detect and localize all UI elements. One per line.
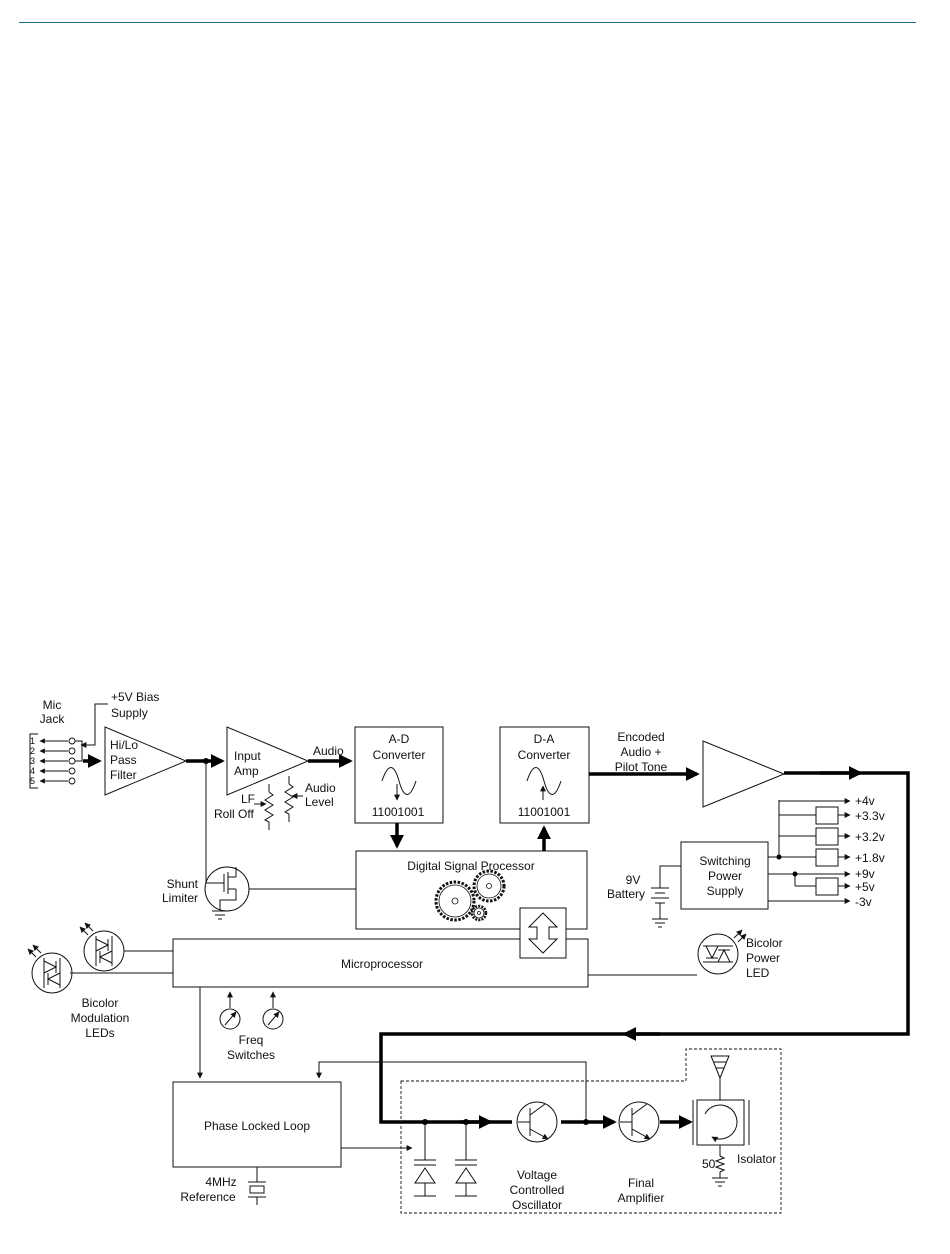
- voltage-label: +1.8v: [855, 851, 885, 865]
- modulation-leds-label: Modulation: [71, 1011, 130, 1025]
- voltage-label: +9v: [855, 867, 875, 881]
- psu-label: Switching: [699, 854, 750, 868]
- filter-label: Pass: [110, 753, 137, 767]
- power-led-label: LED: [746, 966, 770, 980]
- shunt-limiter-label: Shunt: [167, 877, 199, 891]
- pll-label: Phase Locked Loop: [204, 1119, 310, 1133]
- power-led-label: Bicolor: [746, 936, 783, 950]
- shunt-limiter: [204, 866, 356, 920]
- pin-label: 5: [30, 776, 35, 786]
- circulator-icon: [704, 1104, 738, 1143]
- battery-label: Battery: [607, 887, 645, 901]
- freq-switches-label: Switches: [227, 1048, 275, 1062]
- input-amp-label: Input: [234, 749, 261, 763]
- filter-label: Filter: [110, 768, 137, 782]
- psu-label: Power: [708, 869, 742, 883]
- mic-jack: Mic Jack 1 2 3 4 5: [29, 698, 108, 789]
- voltage-label: -3v: [855, 895, 872, 909]
- voltage-labels: +4v +3.3v +3.2v +1.8v +9v +5v -3v: [855, 794, 885, 909]
- microprocessor: Microprocessor: [172, 938, 589, 988]
- encoded-audio-label: Encoded: [617, 730, 664, 744]
- gears-icon: [434, 869, 506, 922]
- jack-pins: 1 2 3 4 5: [30, 736, 76, 786]
- final-amp-label: Amplifier: [618, 1191, 665, 1205]
- isolator-label: Isolator: [737, 1152, 776, 1166]
- bias-supply-label: Supply: [111, 706, 148, 720]
- ad-converter-label: A-D: [389, 732, 410, 746]
- pin-label: 2: [30, 746, 35, 756]
- filter-label: Hi/Lo: [110, 738, 138, 752]
- vco-label: Oscillator: [512, 1198, 562, 1212]
- encoded-audio-label: Pilot Tone: [615, 760, 668, 774]
- dsp-label: Digital Signal Processor: [407, 859, 534, 873]
- freq-switches-label: Freq: [239, 1033, 264, 1047]
- pin-label: 4: [30, 766, 35, 776]
- reference-label: 4MHz: [205, 1175, 236, 1189]
- audio-level-resistor: [283, 776, 303, 822]
- phase-locked-loop: Phase Locked Loop: [172, 1081, 342, 1168]
- modulation-led-icon: [27, 944, 124, 994]
- voltage-label: +3.2v: [855, 830, 885, 844]
- voltage-label: +5v: [855, 880, 875, 894]
- encoded-audio-label: Audio +: [620, 745, 661, 759]
- voltage-rails: [768, 798, 851, 904]
- ad-converter-label: Converter: [373, 748, 426, 762]
- vco-label: Voltage: [517, 1168, 557, 1182]
- mic-jack-label: Jack: [40, 712, 66, 726]
- mic-jack-label: Mic: [43, 698, 62, 712]
- final-amp-transistor-icon: [618, 1101, 660, 1143]
- ad-converter: A-D Converter 11001001: [354, 726, 444, 824]
- microprocessor-label: Microprocessor: [341, 957, 423, 971]
- power-led-icon: [697, 929, 747, 975]
- final-amp-label: Final: [628, 1176, 654, 1190]
- header-rule: [19, 22, 916, 23]
- ad-bits: 11001001: [372, 805, 425, 819]
- vco-transistor-icon: [516, 1101, 558, 1143]
- shunt-limiter-label: Limiter: [162, 891, 198, 905]
- audio-label: Audio: [313, 744, 344, 758]
- hi-lo-pass-filter: Hi/Lo Pass Filter: [104, 726, 188, 796]
- input-amp-label: Amp: [234, 764, 259, 778]
- modulation-leds-label: Bicolor: [82, 996, 119, 1010]
- modulation-led-icon: [79, 922, 125, 972]
- da-converter-label: Converter: [518, 748, 571, 762]
- switching-power-supply: Switching Power Supply: [680, 841, 769, 910]
- vco-label: Controlled: [510, 1183, 565, 1197]
- isolator: [692, 1082, 750, 1187]
- freq-switches: [219, 991, 284, 1030]
- dsp-micro-bus-icon: [519, 907, 567, 959]
- antenna-icon: [710, 1055, 730, 1082]
- power-led-label: Power: [746, 951, 780, 965]
- battery-label: 9V: [626, 873, 641, 887]
- battery-symbol: [651, 865, 681, 928]
- sine-wave-icon: [381, 767, 417, 795]
- lf-rolloff-label: LF: [241, 792, 255, 806]
- audio-level-label: Level: [305, 795, 334, 809]
- reference-label: Reference: [180, 1190, 236, 1204]
- pin-label: 1: [30, 736, 35, 746]
- pin-label: 3: [30, 756, 35, 766]
- voltage-label: +4v: [855, 794, 875, 808]
- resistor-value-label: 50: [702, 1157, 716, 1171]
- audio-level-label: Audio: [305, 781, 336, 795]
- sine-wave-icon: [526, 767, 562, 795]
- modulation-leds-label: LEDs: [85, 1026, 114, 1040]
- da-bits: 11001001: [518, 805, 571, 819]
- psu-label: Supply: [707, 884, 744, 898]
- input-amp: Input Amp: [226, 726, 310, 796]
- varactor-diodes: [414, 1119, 477, 1197]
- da-converter: D-A Converter 11001001: [499, 726, 590, 824]
- bias-supply-label: +5V Bias: [111, 690, 159, 704]
- output-amp: [702, 740, 786, 808]
- lf-rolloff-resistor: [254, 784, 274, 830]
- rf-module-border: [400, 1048, 782, 1214]
- crystal-reference-icon: [248, 1167, 266, 1205]
- voltage-label: +3.3v: [855, 809, 885, 823]
- lf-rolloff-label: Roll Off: [214, 807, 254, 821]
- da-converter-label: D-A: [534, 732, 555, 746]
